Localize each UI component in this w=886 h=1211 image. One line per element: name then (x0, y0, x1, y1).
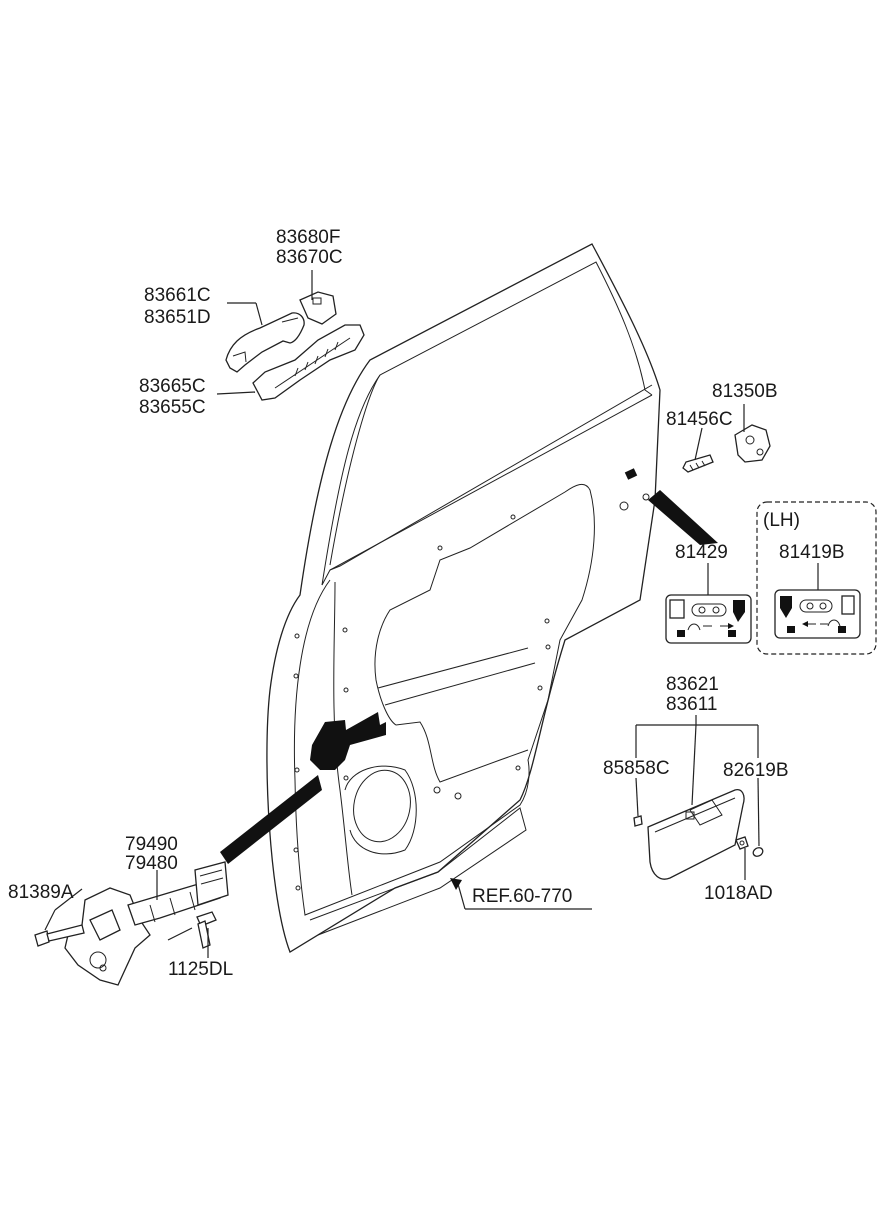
inside-handle-assembly (633, 789, 764, 880)
label-83661C: 83661C (144, 285, 211, 306)
label-83621: 83621 (666, 674, 719, 695)
label-82619B: 82619B (723, 760, 789, 781)
label-83655C: 83655C (139, 397, 206, 418)
lock-icon (787, 626, 795, 633)
label-79480: 79480 (125, 853, 178, 874)
label-card-81419B (774, 589, 861, 639)
label-85858C: 85858C (603, 758, 670, 779)
lock-icon (838, 626, 846, 633)
outside-handle-assembly (225, 291, 365, 401)
part-labels: 83680F 83670C 83661C 83651D 83665C 83655… (8, 227, 845, 980)
door-holes (293, 493, 650, 891)
leader-lines (44, 270, 819, 958)
label-1018AD: 1018AD (704, 883, 773, 904)
label-81456C: 81456C (666, 409, 733, 430)
striker-assembly (682, 424, 771, 473)
label-81350B: 81350B (712, 381, 778, 402)
label-81419B: 81419B (779, 542, 845, 563)
label-83670C: 83670C (276, 247, 343, 268)
label-83680F: 83680F (276, 227, 340, 248)
label-card-81429 (665, 594, 752, 644)
label-83611: 83611 (666, 694, 717, 715)
lh-group (756, 501, 877, 655)
connector-bands (220, 490, 718, 864)
label-lh: (LH) (763, 510, 800, 531)
latch-marker-icon (624, 468, 638, 480)
lock-icon (677, 630, 685, 637)
label-79490: 79490 (125, 834, 178, 855)
label-83651D: 83651D (144, 307, 211, 328)
label-83665C: 83665C (139, 376, 206, 397)
door-panel (266, 243, 661, 953)
label-81389A: 81389A (8, 882, 74, 903)
label-1125DL: 1125DL (168, 959, 233, 980)
label-81429: 81429 (675, 542, 728, 563)
door-checker-assembly (34, 861, 229, 986)
label-ref: REF.60-770 (472, 886, 572, 907)
lock-icon (728, 630, 736, 637)
